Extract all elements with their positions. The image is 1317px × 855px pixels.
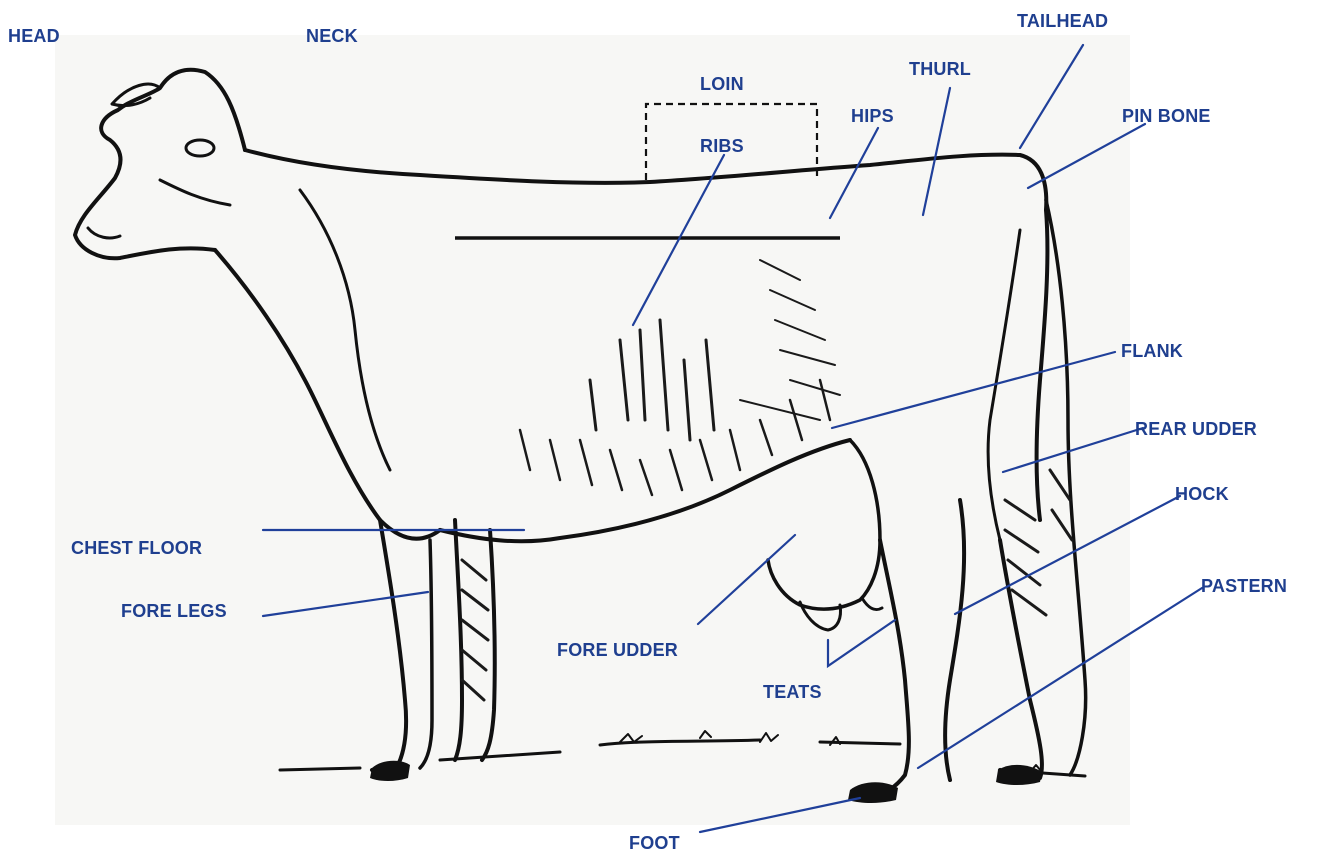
label-head: HEAD [8,26,60,46]
illustration-background [55,35,1130,825]
label-neck: NECK [306,26,358,46]
label-pin-bone: PIN BONE [1122,106,1211,126]
label-hock: HOCK [1175,484,1229,504]
label-fore-udder: FORE UDDER [557,640,678,660]
label-foot: FOOT [629,833,680,853]
label-chest-floor: CHEST FLOOR [71,538,202,558]
label-fore-legs: FORE LEGS [121,601,227,621]
label-flank: FLANK [1121,341,1183,361]
label-ribs: RIBS [700,136,744,156]
label-teats: TEATS [763,682,822,702]
label-loin: LOIN [700,74,744,94]
label-rear-udder: REAR UDDER [1135,419,1257,439]
label-thurl: THURL [909,59,971,79]
label-pastern: PASTERN [1201,576,1287,596]
label-tailhead: TAILHEAD [1017,11,1108,31]
label-hips: HIPS [851,106,894,126]
